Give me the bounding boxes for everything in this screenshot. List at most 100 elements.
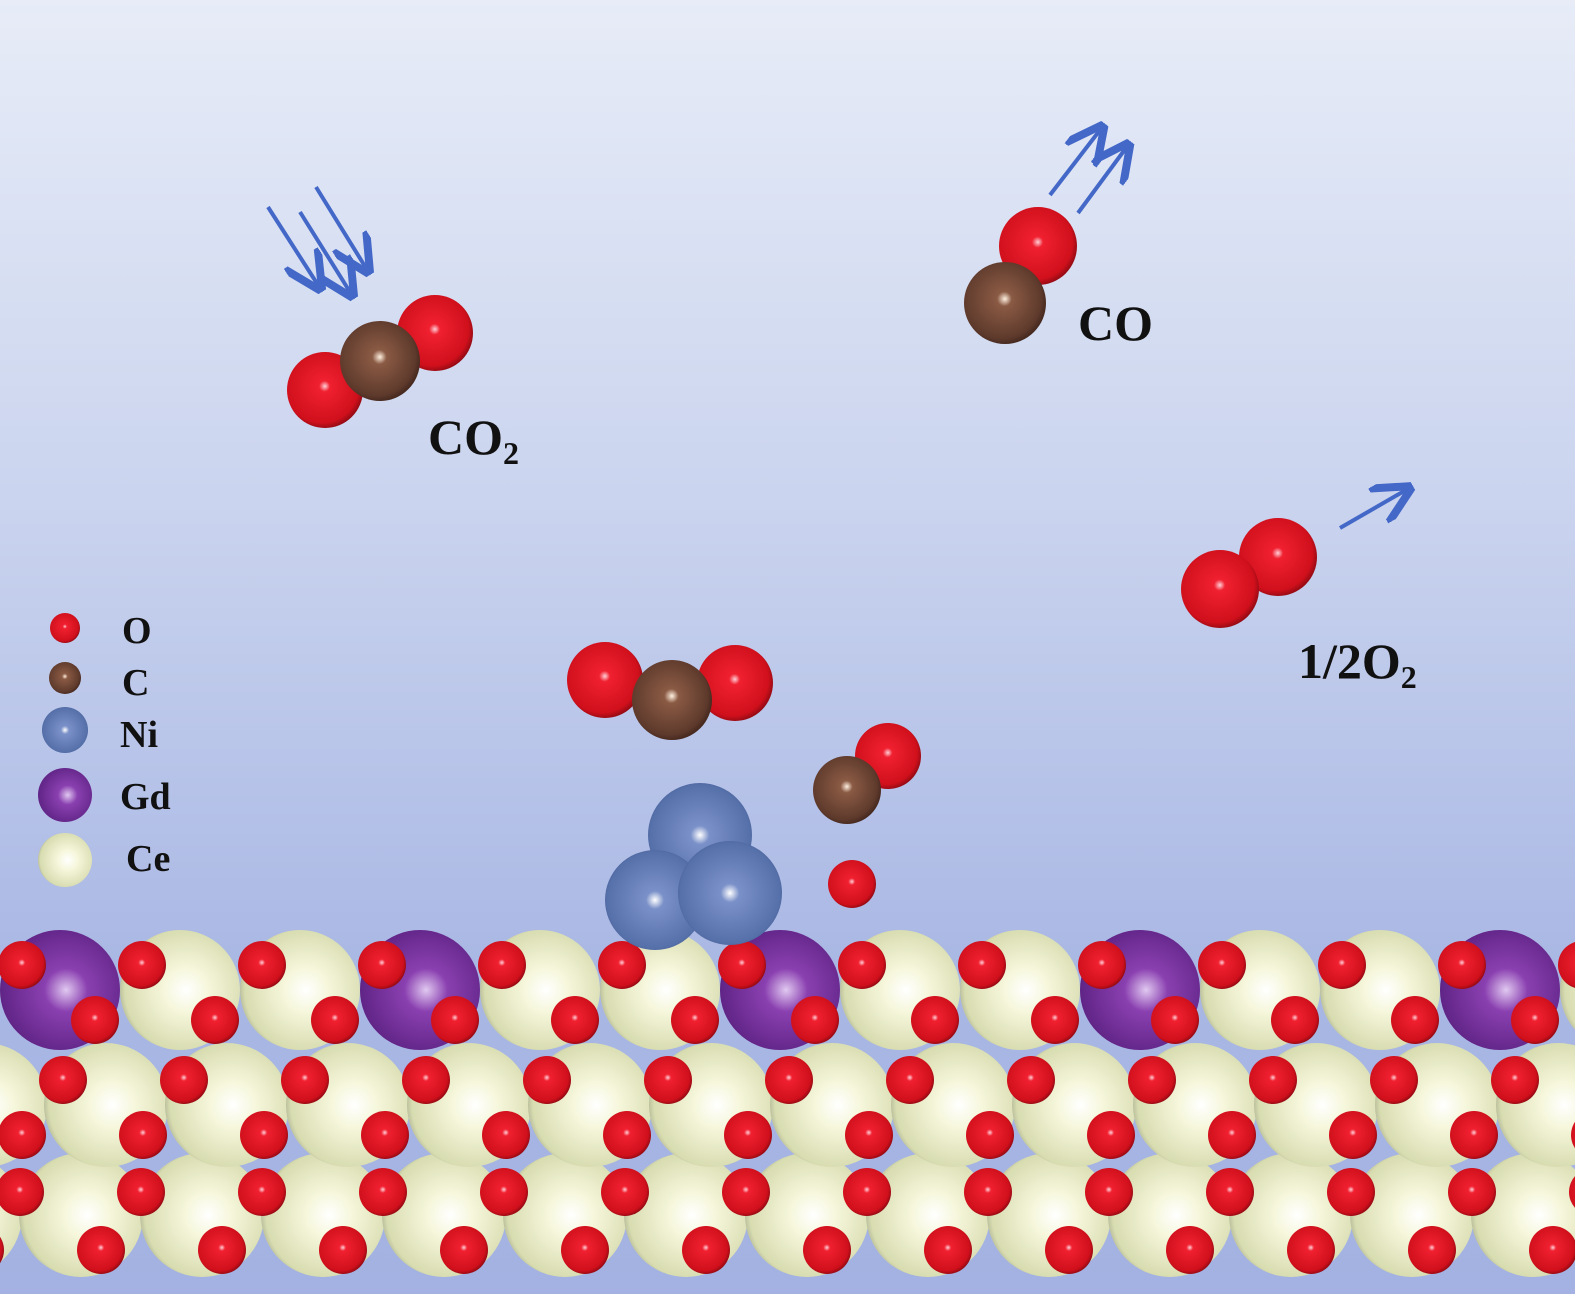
o-atom bbox=[0, 1168, 44, 1216]
o-atom bbox=[1571, 1121, 1575, 1149]
o-atom bbox=[1007, 1056, 1055, 1104]
legend-label-c: C bbox=[122, 662, 150, 704]
o-atom bbox=[482, 1111, 530, 1159]
o-atom bbox=[0, 1236, 4, 1264]
o-atom bbox=[567, 642, 643, 718]
o-atom bbox=[911, 996, 959, 1044]
c-atom bbox=[813, 756, 881, 824]
o-atom bbox=[924, 1226, 972, 1274]
o-atom bbox=[722, 1168, 770, 1216]
o-atom bbox=[964, 1168, 1012, 1216]
o-atom bbox=[1078, 941, 1126, 989]
o-atom bbox=[1031, 996, 1079, 1044]
o-atom bbox=[886, 1056, 934, 1104]
o-atom bbox=[191, 996, 239, 1044]
o-atom bbox=[551, 996, 599, 1044]
o-atom bbox=[1087, 1111, 1135, 1159]
o-atom bbox=[198, 1226, 246, 1274]
o-atom bbox=[358, 941, 406, 989]
o-atom bbox=[1151, 996, 1199, 1044]
arrow-icon bbox=[298, 210, 350, 292]
arrow-icon bbox=[1339, 490, 1406, 530]
o-atom bbox=[118, 941, 166, 989]
o-atom bbox=[1271, 996, 1319, 1044]
o-atom bbox=[117, 1168, 165, 1216]
o-atom bbox=[160, 1056, 208, 1104]
o-atom bbox=[1128, 1056, 1176, 1104]
o-atom bbox=[671, 996, 719, 1044]
arrows bbox=[266, 130, 1406, 530]
o-atom bbox=[791, 996, 839, 1044]
o-atom bbox=[1529, 1226, 1575, 1274]
o-atom bbox=[1198, 941, 1246, 989]
o-atom bbox=[1208, 1111, 1256, 1159]
o-atom bbox=[724, 1111, 772, 1159]
o-atom bbox=[966, 1111, 1014, 1159]
o-atom bbox=[958, 941, 1006, 989]
co2-label: CO2 bbox=[428, 409, 519, 471]
o-atom bbox=[718, 941, 766, 989]
c-atom bbox=[964, 262, 1046, 344]
ni-atom bbox=[605, 850, 705, 950]
o-atom bbox=[843, 1168, 891, 1216]
o-atom bbox=[845, 1111, 893, 1159]
o-atom bbox=[1558, 942, 1575, 988]
arrow-icon bbox=[266, 205, 318, 285]
molecules bbox=[287, 207, 1317, 950]
o-atom bbox=[39, 1056, 87, 1104]
o-atom bbox=[359, 1168, 407, 1216]
arrow-icon bbox=[1076, 148, 1126, 215]
o-atom bbox=[1391, 996, 1439, 1044]
ni-atom bbox=[678, 841, 782, 945]
o-atom bbox=[697, 645, 773, 721]
o-atom bbox=[828, 860, 876, 908]
o-atom bbox=[0, 1111, 46, 1159]
legend-gd-icon bbox=[38, 768, 92, 822]
o-atom bbox=[1249, 1056, 1297, 1104]
legend-o-icon bbox=[50, 613, 80, 643]
o-atom bbox=[1370, 1056, 1418, 1104]
o-atom bbox=[281, 1056, 329, 1104]
o-atom bbox=[361, 1111, 409, 1159]
o-atom bbox=[1045, 1226, 1093, 1274]
c-atom bbox=[632, 660, 712, 740]
o-atom bbox=[765, 1056, 813, 1104]
o-atom bbox=[1329, 1111, 1377, 1159]
o-atom bbox=[0, 941, 46, 989]
o-atom bbox=[838, 941, 886, 989]
legend-c-icon bbox=[49, 662, 81, 694]
o-atom bbox=[1327, 1168, 1375, 1216]
o-atom bbox=[682, 1226, 730, 1274]
o-atom bbox=[402, 1056, 450, 1104]
arrow-icon bbox=[1048, 130, 1100, 197]
o-atom bbox=[1450, 1111, 1498, 1159]
o-atom bbox=[440, 1226, 488, 1274]
legend-ni-icon bbox=[42, 707, 88, 753]
legend-label-gd: Gd bbox=[120, 776, 171, 818]
o-atom bbox=[238, 1168, 286, 1216]
o-atom bbox=[561, 1226, 609, 1274]
o-atom bbox=[1181, 550, 1259, 628]
o-atom bbox=[1569, 1176, 1575, 1208]
c-atom bbox=[340, 321, 420, 401]
o-atom bbox=[1166, 1226, 1214, 1274]
o-atom bbox=[480, 1168, 528, 1216]
o-atom bbox=[119, 1111, 167, 1159]
o-atom bbox=[1511, 996, 1559, 1044]
o-atom bbox=[431, 996, 479, 1044]
co-label: CO bbox=[1078, 295, 1153, 351]
arrow-icon bbox=[314, 185, 366, 268]
ceria-slab bbox=[0, 930, 1575, 1277]
o-atom bbox=[1287, 1226, 1335, 1274]
o-atom bbox=[1408, 1226, 1456, 1274]
legend-label-ni: Ni bbox=[120, 714, 158, 756]
legend-spheres bbox=[38, 613, 92, 887]
o-atom bbox=[1448, 1168, 1496, 1216]
o-atom bbox=[601, 1168, 649, 1216]
o-atom bbox=[603, 1111, 651, 1159]
o-atom bbox=[77, 1226, 125, 1274]
o-atom bbox=[644, 1056, 692, 1104]
o-atom bbox=[1239, 518, 1317, 596]
o-atom bbox=[1206, 1168, 1254, 1216]
